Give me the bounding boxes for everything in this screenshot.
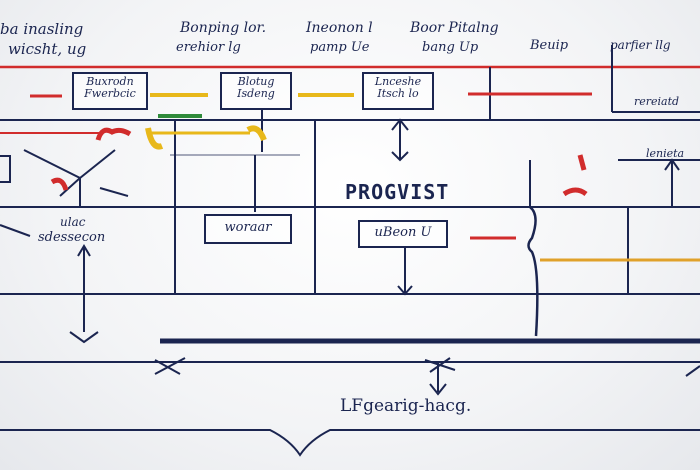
arrow-up-head — [391, 118, 409, 131]
cross-mark-3 — [685, 365, 700, 377]
heading-mid3-1: Ineonon l — [306, 20, 373, 36]
red-blob-2 — [50, 177, 69, 191]
heading-r1-2: bang Up — [422, 40, 479, 55]
cross-mark-1 — [154, 357, 186, 375]
left-box-edge — [0, 155, 11, 183]
box-2: Blotug Isdeng — [220, 72, 292, 110]
branch-strokes — [23, 149, 129, 206]
bottom-arrow-head — [429, 383, 447, 396]
right-bracket — [527, 206, 539, 337]
yellow-blob-2 — [246, 125, 267, 142]
left-note-1: ulac — [60, 215, 86, 229]
heading-left-1: ba inasling — [0, 20, 84, 38]
box-left-lower: woraar — [204, 214, 292, 244]
red-blob-1 — [95, 127, 132, 141]
center-title: PROGVIST — [345, 180, 450, 204]
heading-r1-1: Boor Pitalng — [410, 20, 499, 36]
box-3: Lnceshe Itsch lo — [362, 72, 434, 110]
heading-mid-1: Bonping lor. — [180, 20, 267, 36]
yellow-blob-1 — [145, 127, 164, 150]
heading-r3: parfier llg — [610, 38, 671, 52]
bottom-label: LFgearig-hacg. — [340, 396, 472, 416]
cross-mark-2 — [424, 357, 456, 373]
box-1: Buxrodn Fwerbcic — [72, 72, 148, 110]
arrow-down-head-1 — [391, 151, 409, 162]
label-right-top: rereiatd — [634, 95, 680, 108]
left-note-2: sdessecon — [38, 230, 106, 245]
red-blob-3 — [577, 154, 587, 171]
left-stroke — [0, 224, 31, 237]
left-arrow-up — [77, 244, 91, 257]
box-center-lower: uBeon U — [358, 220, 448, 248]
arrow-down-head-2 — [397, 285, 413, 296]
heading-left-2: wicsht, ug — [8, 40, 87, 58]
heading-r2: Beuip — [530, 38, 569, 53]
bottom-brace — [0, 429, 700, 457]
heading-mid-2: erehior lg — [176, 40, 241, 55]
heading-mid3-2: pamp Ue — [310, 40, 370, 55]
left-arrow-head — [69, 331, 99, 344]
right-arrow-head — [664, 158, 680, 171]
label-right-mid: lenieta — [646, 147, 685, 160]
red-blob-4 — [562, 187, 588, 197]
